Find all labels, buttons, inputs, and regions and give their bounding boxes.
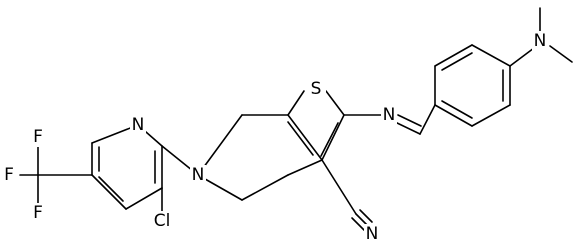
- bond-benz-to-nme2: [509, 47, 535, 67]
- bond-pyr-c4-c5-double: [98, 176, 124, 202]
- fluorine-bottom-label: F: [33, 203, 43, 223]
- bond-c5-c4: [241, 174, 289, 201]
- bond-benz-6: [434, 104, 473, 127]
- bond-benz-3: [471, 44, 511, 67]
- bond-benz-5: [471, 104, 511, 127]
- fluorine-left-label: F: [4, 165, 14, 185]
- bond-c-n-triple-2: [351, 217, 365, 231]
- bond-imine-n-ch: [394, 121, 421, 135]
- bond-c3-cn: [321, 159, 357, 215]
- bond-pyr-c3-c4: [125, 187, 163, 210]
- bond-pyr-c4-c5: [91, 174, 127, 210]
- bond-network: [19, 7, 573, 231]
- ring-nitrogen-label: N: [192, 165, 205, 185]
- bond-benz-6-double: [441, 100, 473, 119]
- bond-ch-to-benzene: [419, 104, 436, 135]
- bond-imine-n-ch-double: [397, 114, 422, 127]
- bond-c2-c3-double: [320, 122, 339, 157]
- bond-n-methyl-right: [549, 45, 573, 63]
- bond-c2-c3: [321, 114, 345, 161]
- sulfur-label: S: [311, 79, 322, 99]
- bond-c7a-s: [287, 90, 305, 116]
- dimethylamino-nitrogen-label: N: [534, 31, 547, 51]
- fluorine-top-label: F: [33, 127, 43, 147]
- chlorine-label: Cl: [154, 211, 171, 231]
- bond-c4-c3a: [287, 159, 323, 176]
- bond-c3a-c7a-double: [287, 121, 314, 156]
- imine-nitrogen-label: N: [383, 105, 396, 125]
- atom-labels: N N S N N N Cl F F F: [2, 31, 548, 244]
- nitrile-nitrogen-label: N: [366, 224, 379, 244]
- bond-c-n-triple-3: [359, 209, 373, 223]
- pyridine-nitrogen-label: N: [132, 115, 145, 135]
- bond-benz-2-double: [441, 52, 473, 71]
- bond-s-c2: [325, 90, 345, 116]
- bond-benz-2: [434, 44, 473, 67]
- bond-c3a-c7a: [287, 114, 323, 161]
